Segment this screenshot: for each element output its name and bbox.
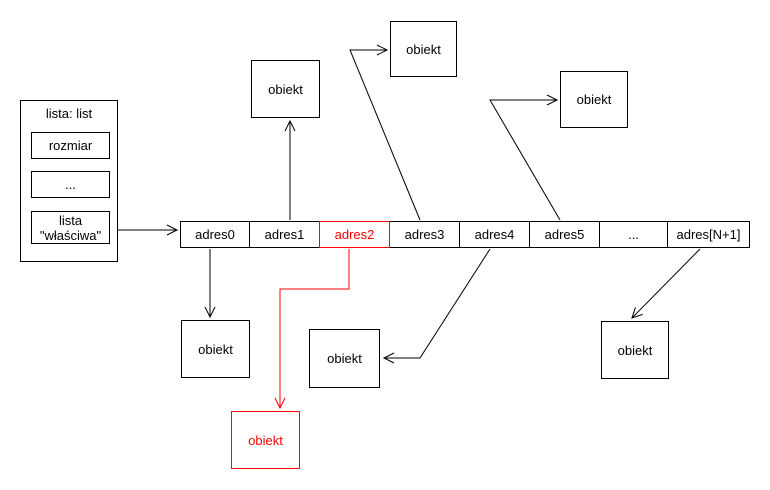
field-lista-wlasciwa: lista "właściwa"	[31, 211, 110, 244]
array-cell-adres0: adres0	[180, 221, 250, 248]
list-struct-title: lista: list	[45, 106, 93, 121]
array-cell-adres3: adres3	[389, 221, 460, 248]
field-lista-line1: lista	[58, 212, 83, 228]
field-lista-line2: "właściwa"	[39, 227, 102, 243]
array-cell-adresN1: adres[N+1]	[667, 221, 750, 248]
object-box-adres2: obiekt	[231, 411, 300, 469]
object-box-adresN1: obiekt	[601, 321, 669, 379]
field-dots: ...	[31, 171, 110, 198]
object-box-adres5: obiekt	[560, 71, 628, 128]
edge-adresN1-to-obiekt	[631, 248, 701, 319]
field-dots-label: ...	[65, 177, 76, 192]
array-cell-ellipsis: ...	[599, 221, 668, 248]
edge-adres4-to-obiekt	[382, 248, 491, 364]
field-rozmiar-label: rozmiar	[48, 138, 93, 153]
field-rozmiar: rozmiar	[31, 132, 110, 159]
array-cell-adres5: adres5	[529, 221, 600, 248]
object-box-adres0: obiekt	[181, 320, 250, 378]
list-struct-box: lista: list rozmiar ... lista "właściwa"	[20, 100, 118, 262]
object-box-adres1: obiekt	[251, 60, 320, 118]
object-box-adres4: obiekt	[309, 329, 380, 388]
array-cell-adres2: adres2	[319, 221, 390, 248]
array-cell-adres1: adres1	[249, 221, 320, 248]
object-box-adres3: obiekt	[390, 21, 457, 77]
address-array: adres0 adres1 adres2 adres3 adres4 adres…	[180, 221, 750, 248]
edge-adres5-to-obiekt	[489, 94, 561, 221]
array-cell-adres4: adres4	[459, 221, 530, 248]
